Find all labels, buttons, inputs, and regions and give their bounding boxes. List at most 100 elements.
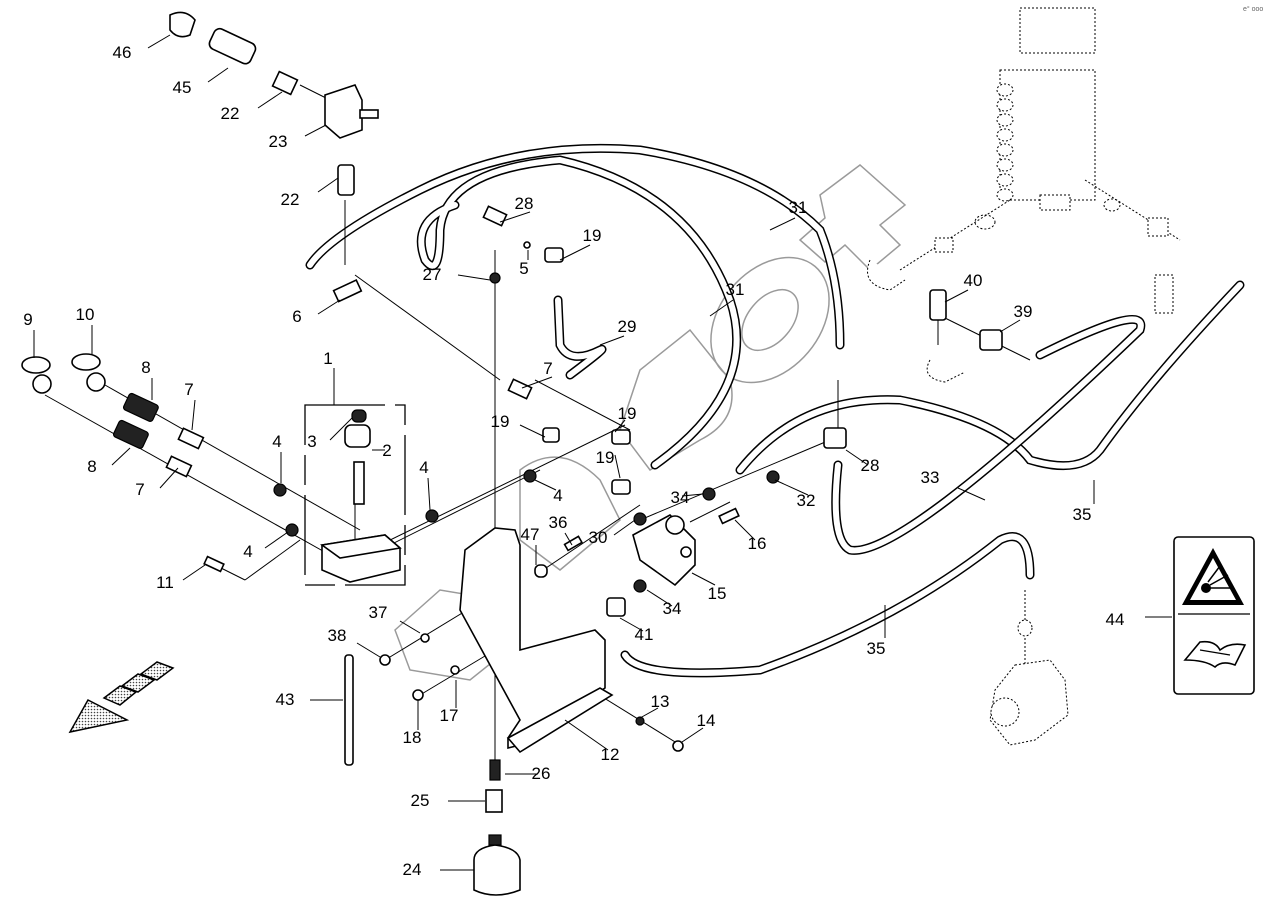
callout-label[interactable]: 44 bbox=[1106, 610, 1125, 629]
callout-label[interactable]: 47 bbox=[521, 525, 540, 544]
callout-label[interactable]: 29 bbox=[618, 317, 637, 336]
callout-label[interactable]: 17 bbox=[440, 706, 459, 725]
callout-16[interactable]: 16 bbox=[734, 519, 767, 553]
callout-4[interactable]: 4 bbox=[534, 479, 563, 505]
callout-34[interactable]: 34 bbox=[646, 589, 682, 618]
callout-label[interactable]: 30 bbox=[589, 528, 608, 547]
callout-11[interactable]: 11 bbox=[156, 564, 206, 592]
callout-15[interactable]: 15 bbox=[691, 572, 727, 603]
callout-41[interactable]: 41 bbox=[619, 617, 653, 644]
callout-label[interactable]: 45 bbox=[173, 78, 192, 97]
callout-label[interactable]: 31 bbox=[726, 280, 745, 299]
callout-label[interactable]: 31 bbox=[789, 198, 808, 217]
callout-label[interactable]: 4 bbox=[553, 486, 562, 505]
callout-label[interactable]: 11 bbox=[156, 573, 174, 592]
callout-label[interactable]: 32 bbox=[797, 491, 816, 510]
callout-36[interactable]: 36 bbox=[549, 513, 573, 546]
callout-label[interactable]: 35 bbox=[867, 639, 886, 658]
callout-label[interactable]: 19 bbox=[491, 412, 510, 431]
callout-46[interactable]: 46 bbox=[113, 34, 171, 62]
callout-label[interactable]: 2 bbox=[382, 441, 391, 460]
callout-label[interactable]: 18 bbox=[403, 728, 422, 747]
callout-label[interactable]: 7 bbox=[543, 359, 552, 378]
callout-label[interactable]: 19 bbox=[596, 448, 615, 467]
callout-label[interactable]: 19 bbox=[583, 226, 602, 245]
callout-26[interactable]: 26 bbox=[505, 764, 550, 783]
callout-6[interactable]: 6 bbox=[292, 299, 341, 326]
callout-31[interactable]: 31 bbox=[769, 198, 808, 231]
callout-40[interactable]: 40 bbox=[944, 271, 982, 303]
callout-19[interactable]: 19 bbox=[614, 404, 637, 433]
callout-label[interactable]: 25 bbox=[411, 791, 430, 810]
callout-25[interactable]: 25 bbox=[411, 791, 485, 810]
callout-label[interactable]: 23 bbox=[269, 132, 288, 151]
callout-label[interactable]: 1 bbox=[323, 349, 332, 368]
callout-45[interactable]: 45 bbox=[173, 67, 229, 97]
callout-38[interactable]: 38 bbox=[328, 626, 381, 658]
callout-8[interactable]: 8 bbox=[87, 447, 131, 476]
callout-label[interactable]: 34 bbox=[663, 599, 682, 618]
callout-label[interactable]: 22 bbox=[221, 104, 240, 123]
callout-label[interactable]: 36 bbox=[549, 513, 568, 532]
callout-label[interactable]: 46 bbox=[113, 43, 132, 62]
callout-7[interactable]: 7 bbox=[521, 359, 553, 389]
callout-label[interactable]: 24 bbox=[403, 860, 422, 879]
callout-label[interactable]: 7 bbox=[135, 480, 144, 499]
callout-label[interactable]: 3 bbox=[307, 432, 316, 451]
callout-4[interactable]: 4 bbox=[272, 432, 282, 483]
callout-12[interactable]: 12 bbox=[564, 719, 620, 764]
callout-22[interactable]: 22 bbox=[281, 177, 339, 209]
callout-label[interactable]: 27 bbox=[423, 265, 442, 284]
callout-label[interactable]: 4 bbox=[243, 542, 252, 561]
callout-label[interactable]: 5 bbox=[519, 259, 528, 278]
callout-label[interactable]: 4 bbox=[272, 432, 281, 451]
callout-39[interactable]: 39 bbox=[999, 302, 1033, 333]
callout-28[interactable]: 28 bbox=[845, 449, 880, 475]
callout-4[interactable]: 4 bbox=[419, 458, 431, 511]
callout-label[interactable]: 12 bbox=[601, 745, 620, 764]
callout-label[interactable]: 10 bbox=[76, 305, 95, 324]
callout-label[interactable]: 15 bbox=[708, 584, 727, 603]
callout-7[interactable]: 7 bbox=[184, 380, 196, 431]
callout-label[interactable]: 39 bbox=[1014, 302, 1033, 321]
callout-34[interactable]: 34 bbox=[671, 488, 704, 507]
callout-8[interactable]: 8 bbox=[141, 358, 153, 400]
callout-label[interactable]: 28 bbox=[515, 194, 534, 213]
callout-2[interactable]: 2 bbox=[372, 441, 392, 460]
callout-label[interactable]: 4 bbox=[419, 458, 428, 477]
callout-label[interactable]: 34 bbox=[671, 488, 690, 507]
callout-47[interactable]: 47 bbox=[521, 525, 540, 565]
callout-19[interactable]: 19 bbox=[559, 226, 602, 261]
callout-18[interactable]: 18 bbox=[403, 700, 422, 747]
callout-label[interactable]: 8 bbox=[141, 358, 150, 377]
callout-label[interactable]: 9 bbox=[23, 310, 32, 329]
callout-22[interactable]: 22 bbox=[221, 91, 283, 123]
callout-35[interactable]: 35 bbox=[867, 605, 886, 658]
callout-label[interactable]: 14 bbox=[697, 711, 716, 730]
callout-23[interactable]: 23 bbox=[269, 124, 327, 151]
callout-label[interactable]: 16 bbox=[748, 534, 767, 553]
callout-label[interactable]: 19 bbox=[618, 404, 637, 423]
callout-19[interactable]: 19 bbox=[491, 412, 546, 438]
callout-label[interactable]: 43 bbox=[276, 690, 295, 709]
callout-44[interactable]: 44 bbox=[1106, 610, 1172, 629]
callout-9[interactable]: 9 bbox=[23, 310, 35, 358]
callout-label[interactable]: 26 bbox=[532, 764, 551, 783]
callout-label[interactable]: 28 bbox=[861, 456, 880, 475]
callout-13[interactable]: 13 bbox=[639, 692, 669, 719]
callout-27[interactable]: 27 bbox=[423, 265, 491, 284]
callout-3[interactable]: 3 bbox=[307, 417, 353, 451]
callout-17[interactable]: 17 bbox=[440, 680, 459, 725]
callout-28[interactable]: 28 bbox=[499, 194, 534, 223]
callout-1[interactable]: 1 bbox=[323, 349, 335, 405]
callout-10[interactable]: 10 bbox=[76, 305, 95, 355]
callout-label[interactable]: 37 bbox=[369, 603, 388, 622]
callout-29[interactable]: 29 bbox=[599, 317, 637, 346]
callout-33[interactable]: 33 bbox=[921, 468, 986, 501]
callout-35[interactable]: 35 bbox=[1073, 480, 1095, 524]
callout-label[interactable]: 22 bbox=[281, 190, 300, 209]
callout-37[interactable]: 37 bbox=[369, 603, 421, 634]
callout-30[interactable]: 30 bbox=[589, 519, 636, 547]
callout-label[interactable]: 6 bbox=[292, 307, 301, 326]
callout-label[interactable]: 7 bbox=[184, 380, 193, 399]
